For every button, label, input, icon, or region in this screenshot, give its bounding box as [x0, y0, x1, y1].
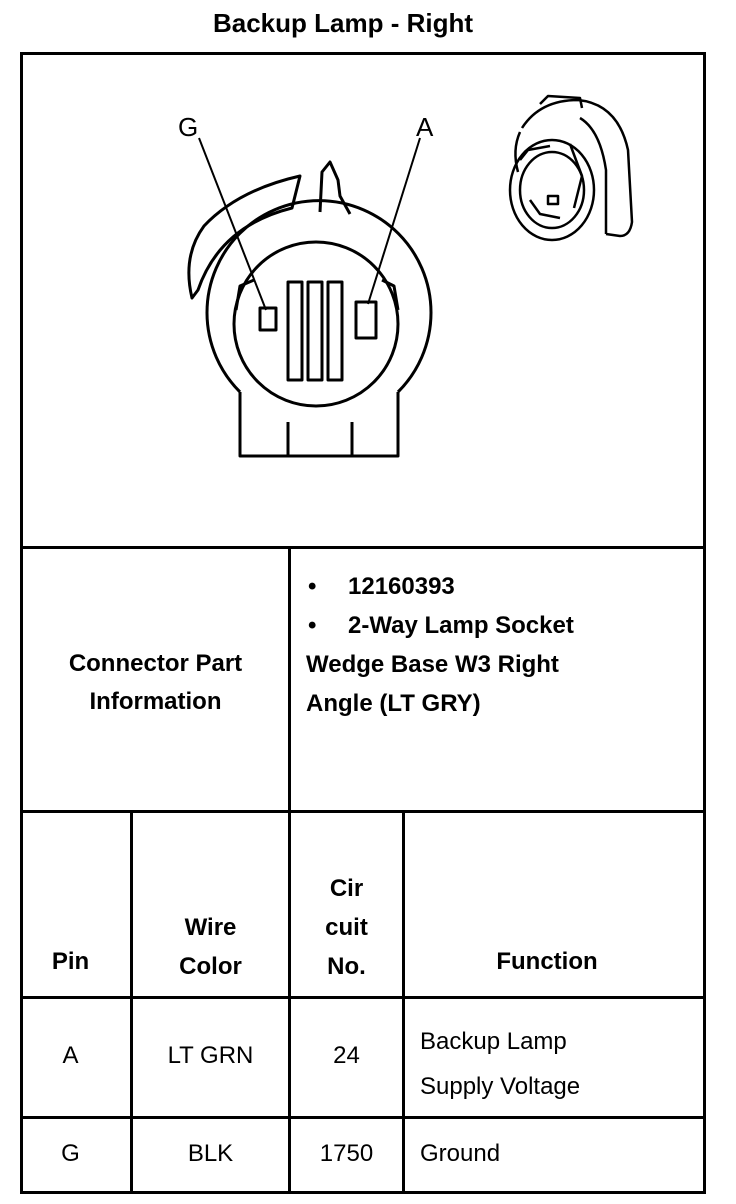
header-wire-color-line2: Color	[179, 953, 242, 980]
center-slot-left	[286, 280, 304, 382]
connector-table-frame	[20, 52, 706, 1194]
pin-label-g: G	[178, 112, 198, 142]
header-function: Function	[496, 948, 598, 975]
bullet-item: • 2-Way Lamp Socket	[306, 606, 701, 645]
page-title: Backup Lamp - Right	[212, 8, 473, 38]
header-wire-color: Wire Color	[133, 908, 288, 986]
pin-label-a: A	[416, 112, 434, 142]
header-wire-color-line1: Wire	[184, 914, 237, 941]
connector-info-label-line2: Information	[89, 688, 222, 715]
terminal-a	[354, 300, 378, 340]
latch-arm	[187, 174, 302, 300]
row-a-wire-color: LT GRN	[167, 1042, 254, 1069]
socket-type: 2-Way Lamp Socket	[348, 612, 574, 639]
center-slot-mid	[306, 280, 324, 382]
row-g-function: Ground	[420, 1140, 501, 1167]
connector-info-label-line1: Connector Part	[68, 650, 243, 677]
header-circuit-line1: Cir	[329, 875, 364, 902]
part-number: 12160393	[348, 573, 455, 600]
divider-col-wire	[288, 810, 291, 1194]
header-pin: Pin	[51, 948, 90, 975]
bullet-glyph: •	[308, 573, 317, 600]
connector-face-diagram: G A	[178, 94, 634, 458]
socket-description-line2: Angle (LT GRY)	[306, 690, 481, 717]
header-circuit-no: Cir cuit No.	[291, 869, 402, 986]
row-a-circuit: 24	[333, 1042, 360, 1069]
bullet-item: • 12160393	[306, 567, 701, 606]
divider-diagram	[20, 546, 706, 549]
divider-row-a	[20, 1116, 706, 1119]
housing-base	[238, 392, 400, 458]
row-g-circuit: 1750	[319, 1140, 374, 1167]
key-tab	[318, 160, 352, 215]
row-a-function-line1: Backup Lamp	[420, 1028, 567, 1055]
row-a-function-line2: Supply Voltage	[420, 1073, 581, 1100]
row-a-pin: A	[62, 1042, 79, 1069]
header-circuit-line3: No.	[327, 953, 366, 980]
row-g-pin: G	[61, 1140, 80, 1167]
connector-info-details: • 12160393 • 2-Way Lamp Socket Wedge Base …	[306, 567, 701, 723]
terminal-g	[258, 306, 278, 332]
row-a-function: Backup Lamp Supply Voltage	[420, 1019, 700, 1109]
socket-body	[205, 199, 433, 394]
lamp-socket-iso-view	[508, 94, 634, 242]
center-slot-right	[326, 280, 344, 382]
divider-col-circuit	[402, 810, 405, 1194]
divider-info-col	[288, 546, 291, 813]
divider-header	[20, 996, 706, 999]
bullet-glyph: •	[308, 612, 317, 639]
socket-description-line1: Wedge Base W3 Right	[306, 651, 559, 678]
leader-g	[198, 137, 267, 311]
inner-ring	[232, 240, 400, 408]
header-circuit-line2: cuit	[325, 914, 368, 941]
connector-info-label: Connector Part Information	[23, 645, 288, 721]
leader-a	[367, 137, 421, 305]
row-g-wire-color: BLK	[187, 1140, 234, 1167]
divider-info	[20, 810, 706, 813]
divider-col-pin	[130, 810, 133, 1194]
